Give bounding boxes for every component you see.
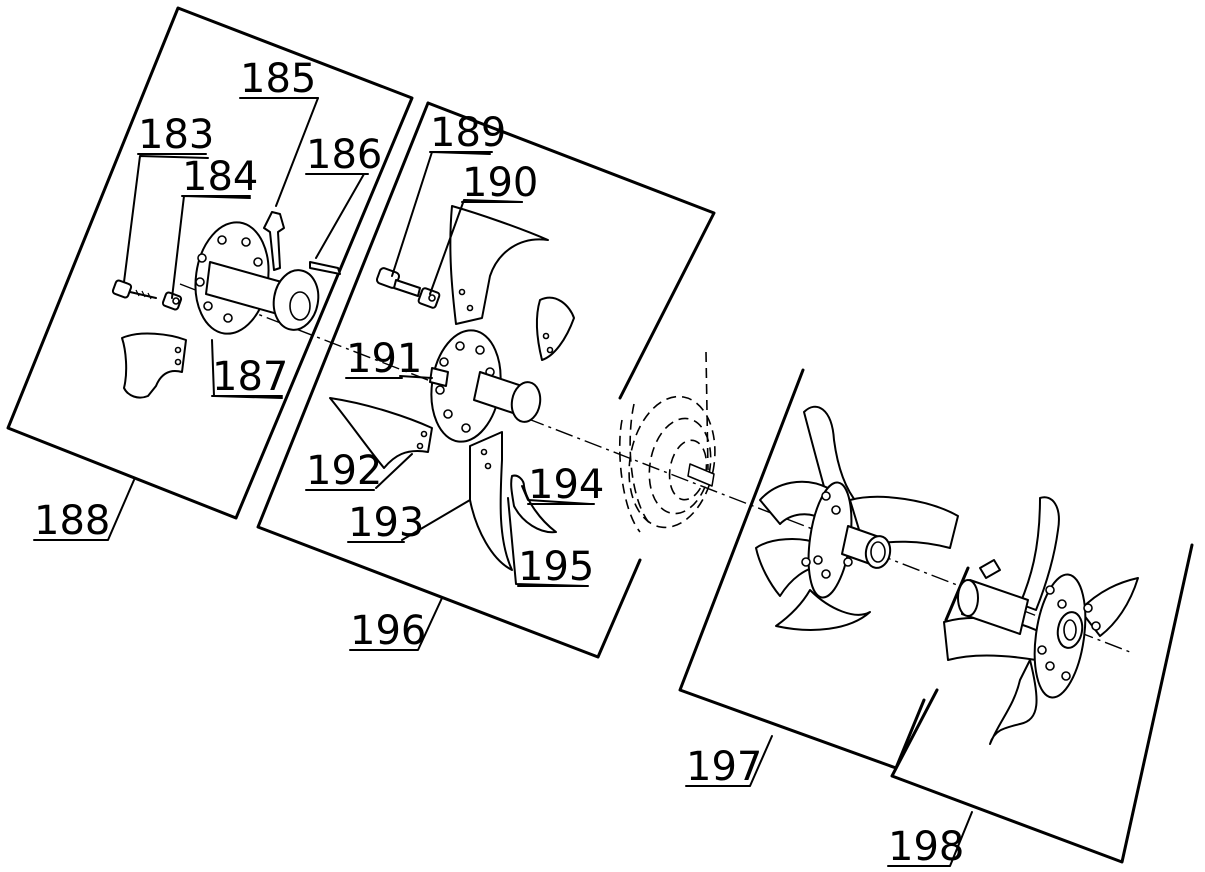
panel-198 xyxy=(890,543,1194,864)
blade-small-196 xyxy=(535,296,575,361)
panel-198-frame xyxy=(890,543,1194,864)
label-190: 190 xyxy=(462,160,538,206)
label-197: 197 xyxy=(686,744,762,790)
label-191: 191 xyxy=(346,336,422,382)
blade-192 xyxy=(329,397,433,469)
pin-185 xyxy=(263,211,285,271)
panel-188-frame xyxy=(6,6,414,520)
bolt-189 xyxy=(375,267,421,297)
blade-small-188 xyxy=(121,332,187,399)
panel-188 xyxy=(6,6,414,520)
panel-196-frame-left xyxy=(256,101,642,659)
blade-193 xyxy=(469,431,513,571)
label-183: 183 xyxy=(138,112,214,158)
panel-197-frame-right xyxy=(944,566,970,622)
label-194: 194 xyxy=(528,462,604,508)
phantom-rotor xyxy=(618,351,716,533)
rotor-assembly-198 xyxy=(943,496,1139,745)
rotor-assembly-197 xyxy=(755,405,959,631)
label-196: 196 xyxy=(350,608,426,654)
blade-upper-196 xyxy=(449,205,549,325)
label-198: 198 xyxy=(888,824,964,870)
label-192: 192 xyxy=(306,448,382,494)
panel-196 xyxy=(256,101,716,659)
hub-191 xyxy=(429,329,542,443)
flange-hub-187 xyxy=(194,221,320,335)
nut-190 xyxy=(417,287,441,309)
label-185: 185 xyxy=(240,56,316,102)
bolt-183 xyxy=(111,279,157,300)
label-184: 184 xyxy=(182,154,258,200)
nut-184 xyxy=(161,291,183,311)
label-188: 188 xyxy=(34,498,110,544)
clip-186 xyxy=(309,261,341,275)
panel-197-frame xyxy=(678,368,926,770)
part-number-labels: 183 184 185 186 187 188 189 190 191 192 … xyxy=(33,56,973,870)
label-186: 186 xyxy=(306,132,382,178)
label-187: 187 xyxy=(212,354,288,400)
label-193: 193 xyxy=(348,500,424,546)
panel-196-frame-top xyxy=(426,101,716,400)
label-189: 189 xyxy=(430,110,506,156)
blade-194-195 xyxy=(510,474,557,534)
panel-197 xyxy=(678,368,970,770)
label-195: 195 xyxy=(518,544,594,590)
